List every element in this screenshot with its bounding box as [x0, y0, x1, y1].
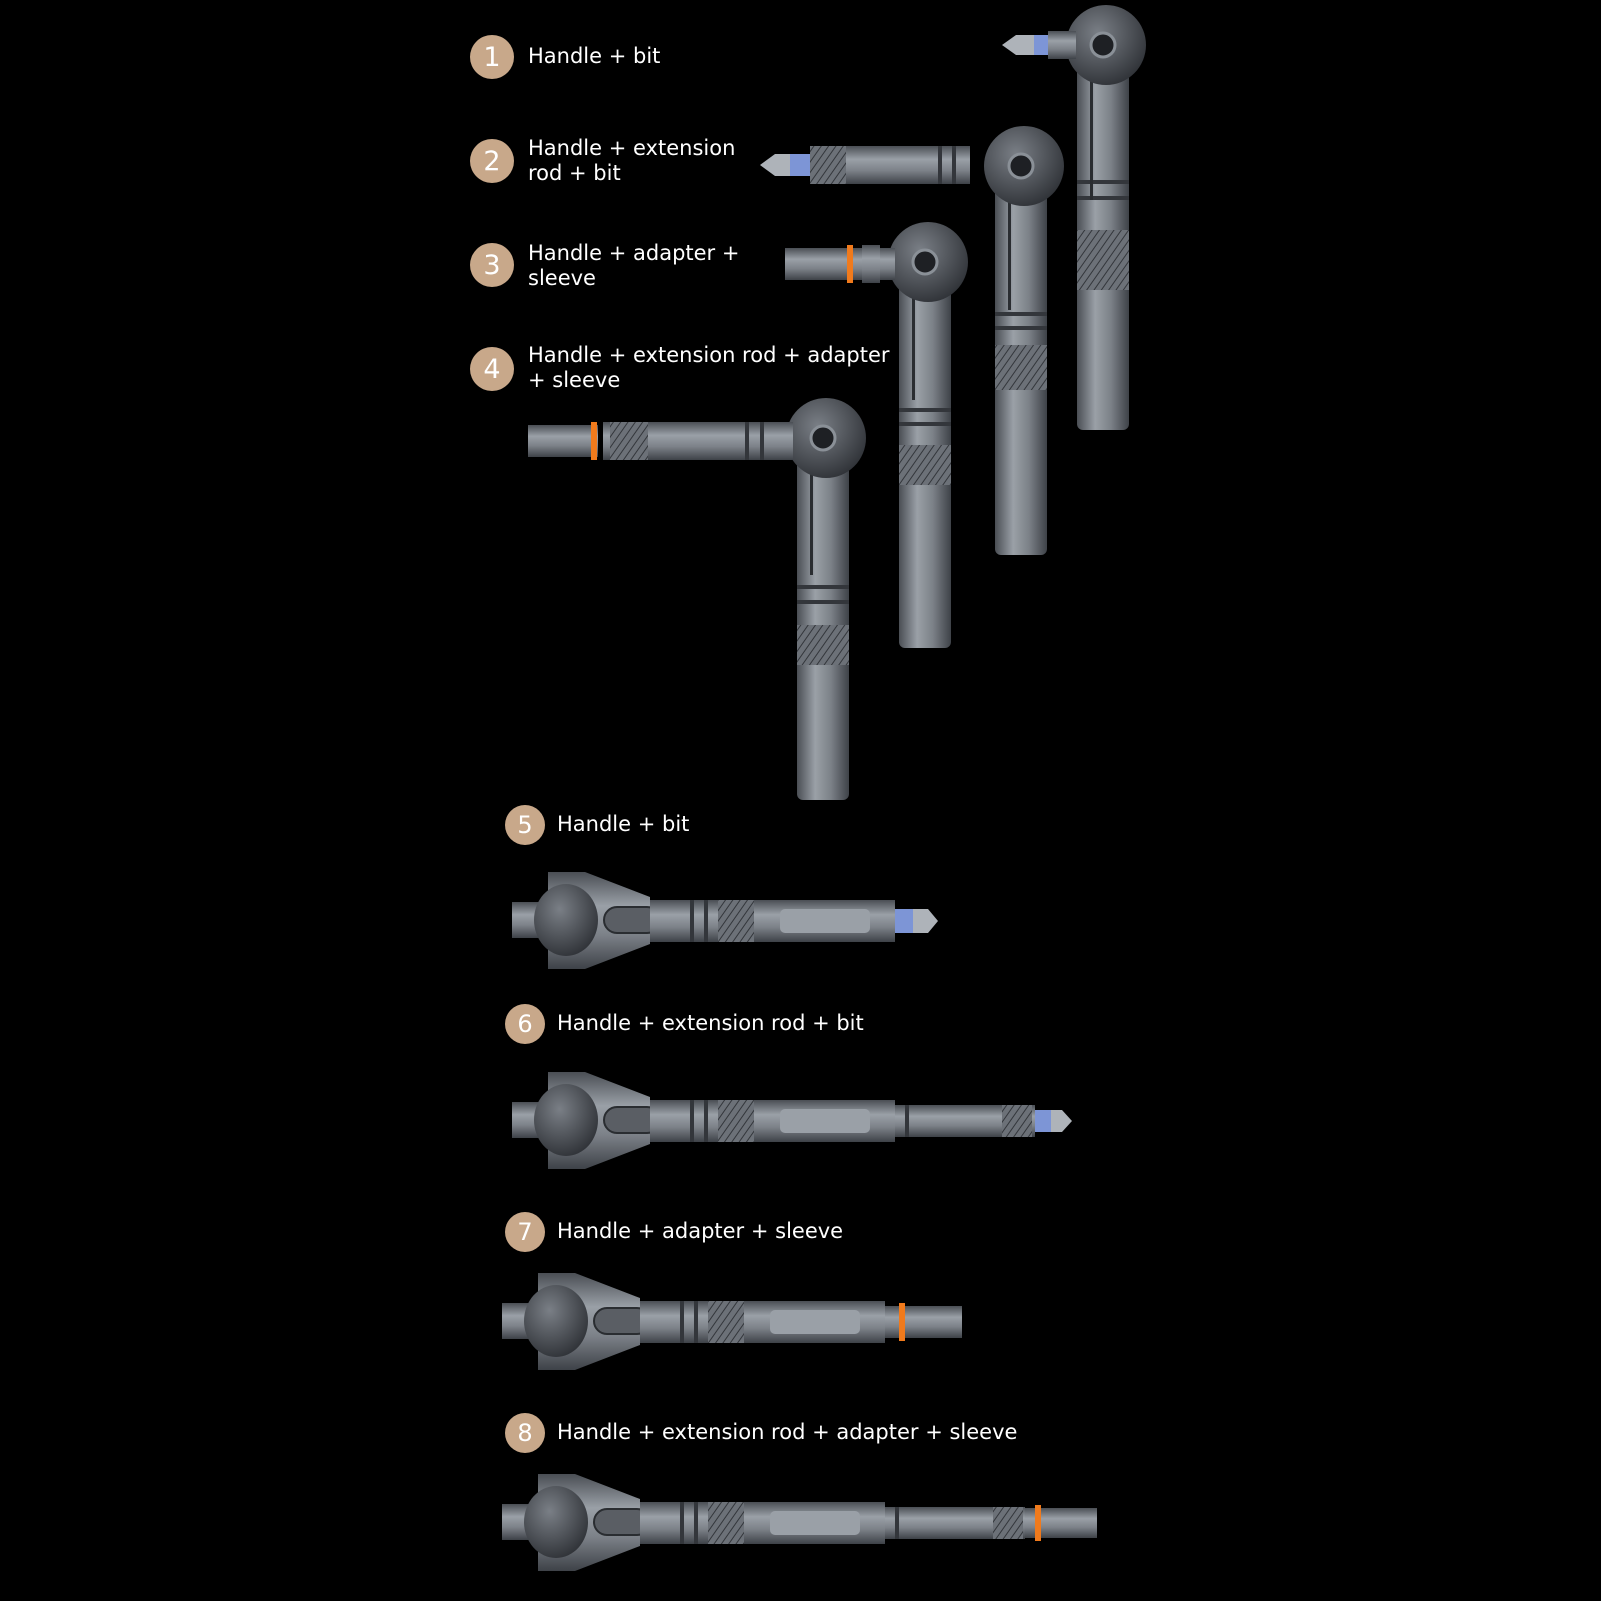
angled-tool-3	[785, 222, 968, 648]
config-3-line-1: Handle + adapter +	[528, 241, 740, 265]
config-2-badge: 2	[470, 139, 514, 183]
config-8-line-1: Handle + extension rod + adapter + sleev…	[557, 1420, 1018, 1444]
config-6-label: 6 Handle + extension rod + bit	[505, 1004, 864, 1044]
config-8-badge: 8	[505, 1413, 545, 1453]
config-7-label: 7 Handle + adapter + sleeve	[505, 1212, 843, 1252]
straight-tool-5	[512, 872, 938, 969]
config-1-label: 1 Handle + bit	[470, 35, 660, 79]
angled-tool-4	[528, 398, 866, 800]
config-6-line-1: Handle + extension rod + bit	[557, 1011, 864, 1035]
config-6-badge: 6	[505, 1004, 545, 1044]
config-2-line-2: rod + bit	[528, 161, 621, 185]
config-4-badge: 4	[470, 347, 514, 391]
config-3-label: 3 Handle + adapter + sleeve	[470, 241, 739, 291]
straight-tool-6	[512, 1072, 1072, 1169]
config-7-line-1: Handle + adapter + sleeve	[557, 1219, 844, 1243]
config-8-text: Handle + extension rod + adapter + sleev…	[557, 1420, 1017, 1445]
config-5-label: 5 Handle + bit	[505, 805, 689, 845]
config-4-line-2: + sleeve	[528, 368, 621, 392]
config-3-line-2: sleeve	[528, 266, 596, 290]
config-4-line-1: Handle + extension rod + adapter	[528, 343, 890, 367]
straight-tool-7	[502, 1273, 962, 1370]
config-7-badge: 7	[505, 1212, 545, 1252]
angled-tool-1	[1002, 5, 1146, 430]
config-2-label: 2 Handle + extension rod + bit	[470, 136, 735, 186]
config-5-line-1: Handle + bit	[557, 812, 690, 836]
config-1-badge: 1	[470, 35, 514, 79]
config-2-line-1: Handle + extension	[528, 136, 736, 160]
config-4-text: Handle + extension rod + adapter + sleev…	[528, 343, 890, 393]
config-3-text: Handle + adapter + sleeve	[528, 241, 739, 291]
config-5-text: Handle + bit	[557, 812, 689, 837]
config-3-badge: 3	[470, 243, 514, 287]
straight-tool-8	[502, 1474, 1097, 1571]
config-5-badge: 5	[505, 805, 545, 845]
config-6-text: Handle + extension rod + bit	[557, 1011, 864, 1036]
angled-tool-2	[760, 126, 1064, 555]
config-1-text: Handle + bit	[528, 44, 660, 69]
config-7-text: Handle + adapter + sleeve	[557, 1219, 843, 1244]
config-2-text: Handle + extension rod + bit	[528, 136, 735, 186]
config-1-line-1: Handle + bit	[528, 44, 661, 68]
config-8-label: 8 Handle + extension rod + adapter + sle…	[505, 1413, 1017, 1453]
config-4-label: 4 Handle + extension rod + adapter + sle…	[470, 343, 890, 393]
